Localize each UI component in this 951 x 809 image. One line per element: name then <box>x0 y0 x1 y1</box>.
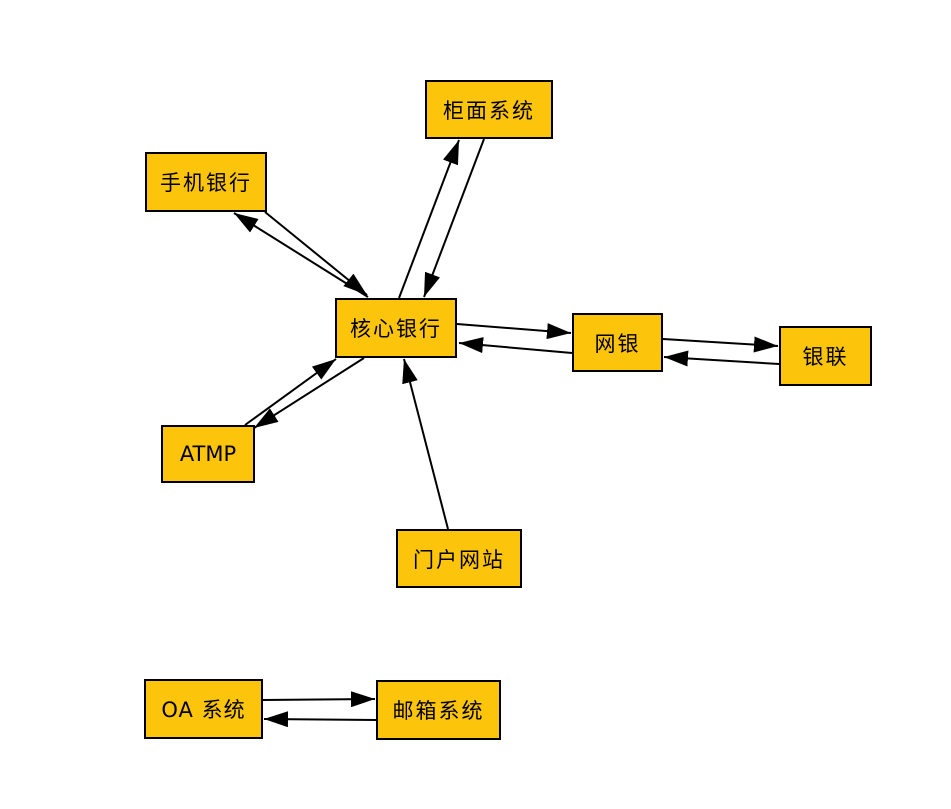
node-mobile-banking: 手机银行 <box>145 152 267 212</box>
node-unionpay: 银联 <box>779 326 872 386</box>
node-core-banking: 核心银行 <box>335 298 457 358</box>
edge-core-to-mobile <box>233 212 369 298</box>
edge-online-to-unionpay <box>662 336 779 353</box>
edge-counter-to-core <box>423 138 485 298</box>
edge-mobile-to-core <box>264 211 368 296</box>
edge-core-to-counter <box>398 139 460 299</box>
node-email-system: 邮箱系统 <box>376 680 501 740</box>
edge-core-to-online <box>456 323 572 340</box>
edge-oa-to-email <box>262 691 376 708</box>
edge-online-to-core <box>458 337 573 354</box>
node-portal-website: 门户网站 <box>396 529 522 588</box>
edge-core-to-atmp <box>253 357 365 429</box>
node-counter-system: 柜面系统 <box>425 80 553 139</box>
edge-portal-to-core <box>402 358 449 530</box>
edge-unionpay-to-online <box>663 350 780 367</box>
edge-email-to-oa <box>263 711 377 728</box>
node-oa-system: OA 系统 <box>144 679 263 739</box>
edge-atmp-to-core <box>244 358 337 426</box>
node-atmp: ATMP <box>161 425 255 483</box>
node-online-banking: 网银 <box>572 313 663 372</box>
